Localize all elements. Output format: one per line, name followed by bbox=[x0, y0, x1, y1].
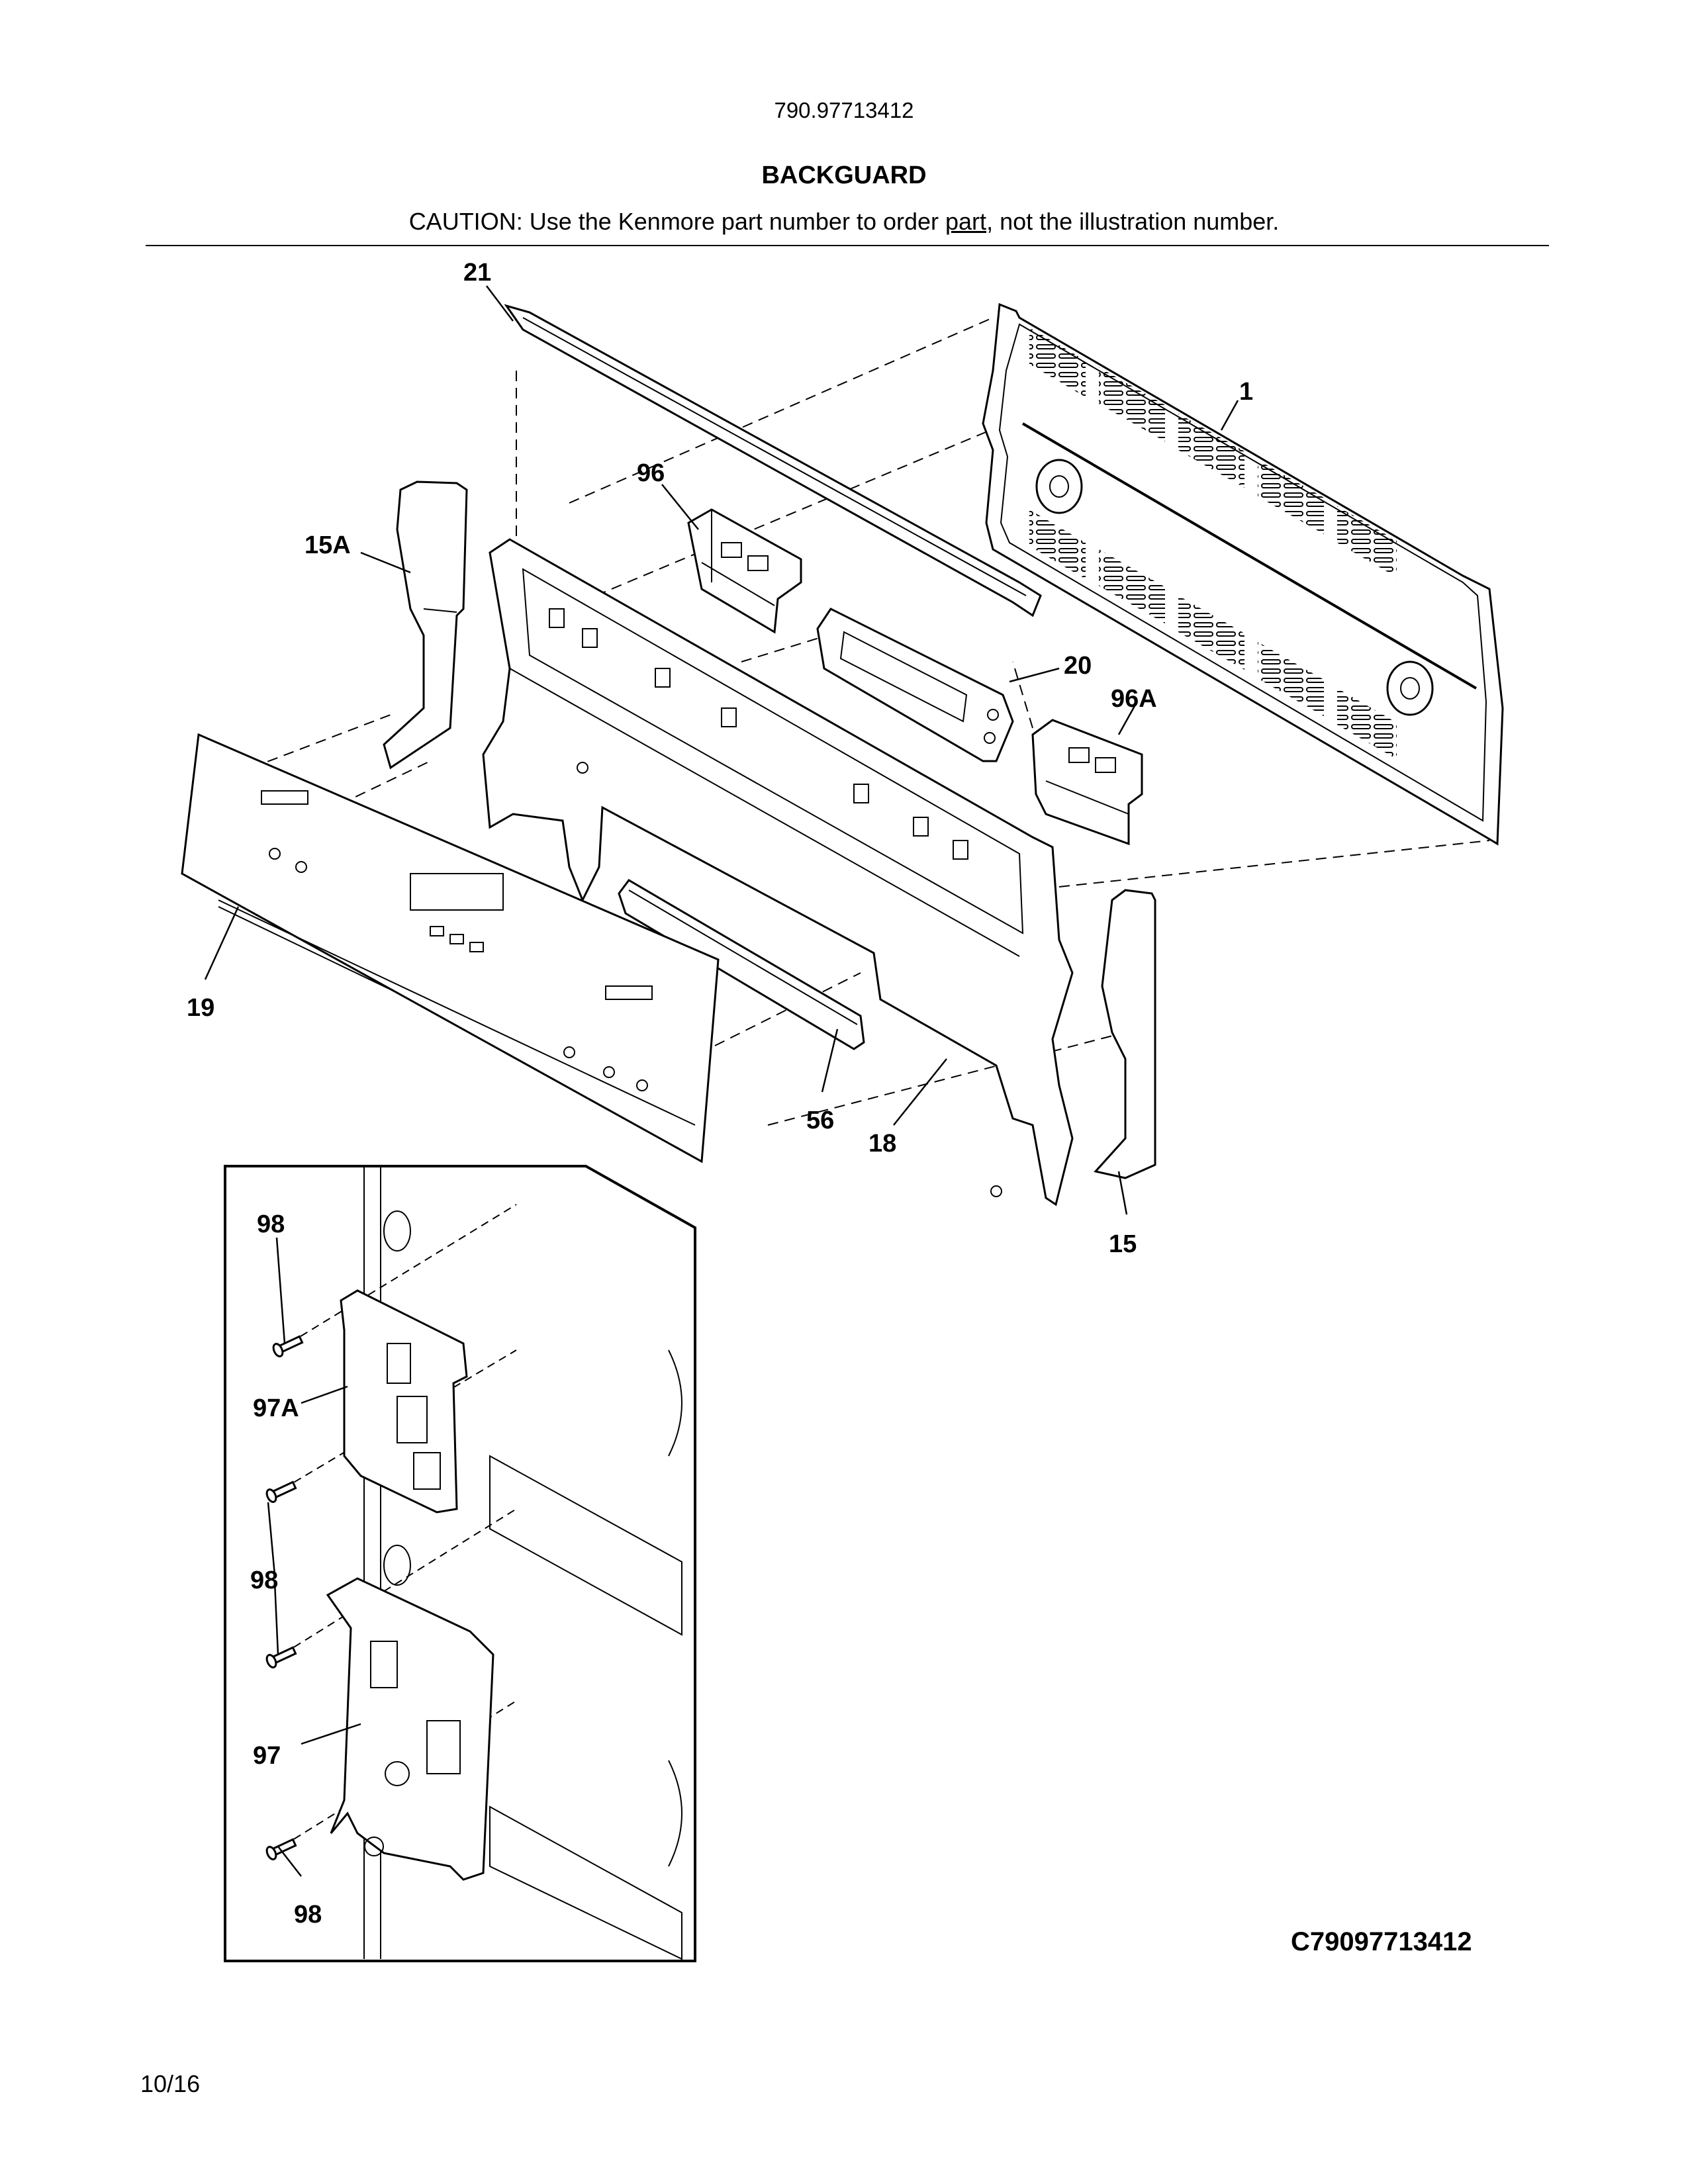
callout-20: 20 bbox=[1064, 652, 1092, 680]
callout-98-middle: 98 bbox=[250, 1567, 278, 1594]
relay-board-97-part bbox=[326, 1577, 494, 1881]
callout-15: 15 bbox=[1109, 1230, 1137, 1258]
callout-98-bottom: 98 bbox=[294, 1901, 322, 1929]
control-board-96-part bbox=[687, 508, 802, 634]
callout-97A: 97A bbox=[253, 1394, 299, 1422]
relay-board-97A-part bbox=[340, 1289, 468, 1514]
screw-98-parts bbox=[265, 1335, 304, 1860]
callout-56: 56 bbox=[806, 1107, 834, 1134]
control-frame-18-part bbox=[482, 538, 1074, 1206]
top-trim-part bbox=[504, 304, 1042, 617]
back-panel-part bbox=[982, 302, 1504, 846]
caution-text-start: CAUTION: Use the Kenmore part number to … bbox=[408, 208, 946, 235]
assembly-guide-lines bbox=[251, 317, 1490, 1126]
end-cap-15-part bbox=[1094, 889, 1156, 1179]
callout-21: 21 bbox=[463, 259, 491, 287]
callout-19: 19 bbox=[187, 994, 214, 1022]
bracket-56-part bbox=[618, 879, 865, 1050]
page-title: BACKGUARD bbox=[761, 161, 927, 189]
inset-detail-frame bbox=[224, 1165, 696, 1962]
page-date: 10/16 bbox=[140, 2070, 201, 2097]
caution-underlined-word: part bbox=[945, 208, 987, 235]
control-panel-overlay-19-part bbox=[181, 733, 720, 1163]
callout-1: 1 bbox=[1239, 378, 1253, 406]
model-number: 790.97713412 bbox=[774, 98, 914, 122]
callout-98-top: 98 bbox=[257, 1210, 285, 1238]
callout-97: 97 bbox=[253, 1742, 281, 1770]
header-divider bbox=[146, 245, 1549, 246]
display-board-20-part bbox=[816, 608, 1014, 762]
caution-note: CAUTION: Use the Kenmore part number to … bbox=[0, 208, 1688, 236]
callout-leader-lines bbox=[204, 285, 1239, 1877]
callout-18: 18 bbox=[868, 1130, 896, 1158]
callout-96A: 96A bbox=[1111, 685, 1157, 713]
control-board-96A-part bbox=[1031, 719, 1143, 846]
caution-text-end: , not the illustration number. bbox=[986, 208, 1280, 235]
callout-96: 96 bbox=[637, 459, 665, 487]
drawing-code: C79097713412 bbox=[1291, 1927, 1472, 1956]
end-cap-15A-part bbox=[383, 480, 468, 770]
callout-15A: 15A bbox=[305, 531, 351, 559]
